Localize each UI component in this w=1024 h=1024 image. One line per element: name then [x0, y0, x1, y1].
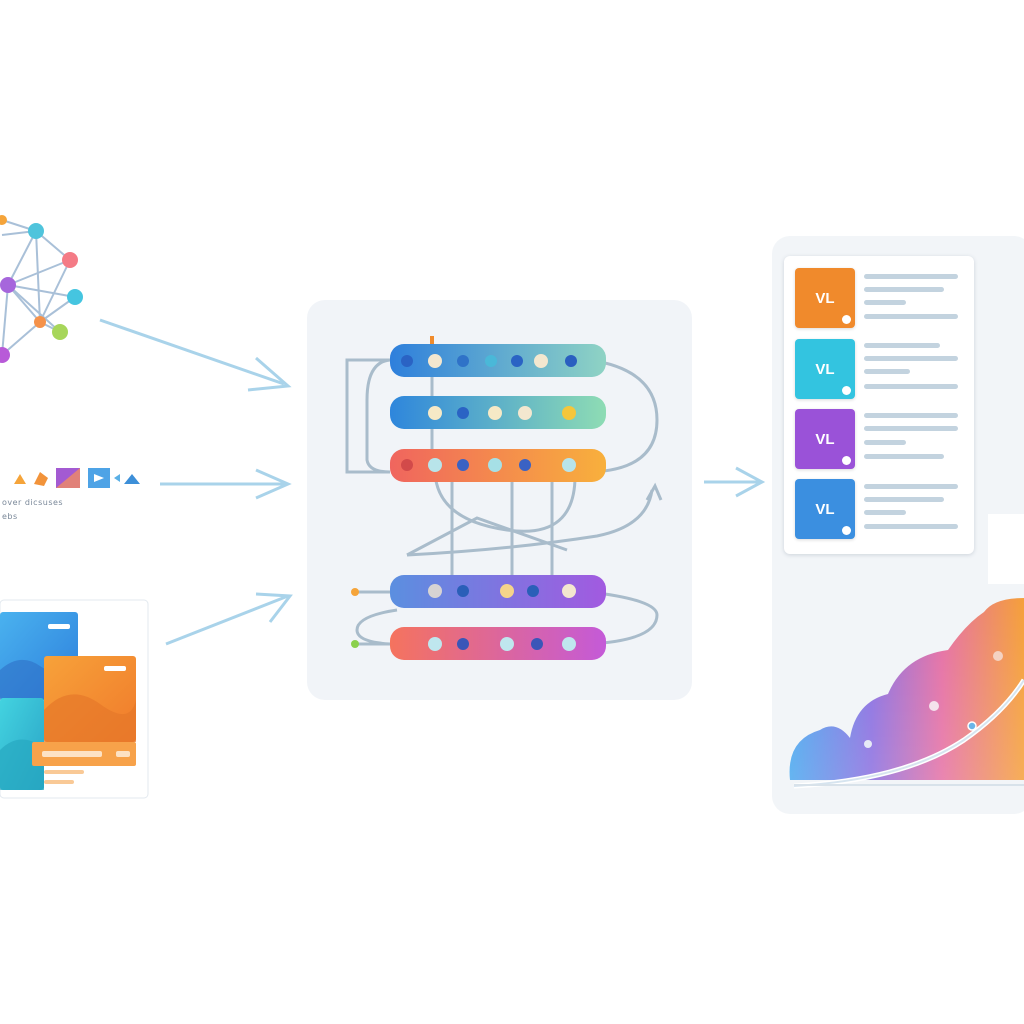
- layer-1-dots: [401, 354, 577, 368]
- vl-label-2: VL: [815, 360, 835, 378]
- arrow-graph-to-model: [99, 318, 292, 392]
- layer-4: [390, 575, 606, 608]
- layer-5: [390, 627, 606, 660]
- model-layers-icon: [345, 336, 663, 660]
- chart-baseline: [794, 784, 1024, 786]
- arrow-model-to-output: [704, 466, 766, 498]
- layer-1: [390, 344, 606, 377]
- chart-backdrop: [988, 514, 1024, 584]
- arrow-images-to-model: [165, 592, 293, 646]
- vl-label-3: VL: [815, 430, 835, 448]
- layer-5-dots: [428, 637, 576, 651]
- area-chart-icon: [789, 598, 1024, 789]
- layer-4-dots: [428, 584, 576, 598]
- layer-2-dots: [428, 406, 576, 420]
- vl-badge-2: VL: [795, 339, 855, 399]
- arrow-text-to-model: [160, 468, 292, 500]
- vl-label-1: VL: [815, 289, 835, 307]
- image-gallery-icon: [0, 599, 149, 799]
- vl-badge-4: VL: [795, 479, 855, 539]
- vl-badge-1: VL: [795, 268, 855, 328]
- text-input: over dicsuses ebs: [0, 462, 150, 522]
- output-card-list: VL VL VL VL: [784, 256, 974, 554]
- vl-badge-3: VL: [795, 409, 855, 469]
- layer-3-dots: [401, 458, 576, 472]
- vl-label-4: VL: [815, 500, 835, 518]
- text-caption-2: ebs: [2, 512, 18, 521]
- text-caption-1: over dicsuses: [2, 498, 64, 507]
- graph-network-icon: [0, 215, 83, 363]
- text-symbols-icon: [14, 468, 140, 488]
